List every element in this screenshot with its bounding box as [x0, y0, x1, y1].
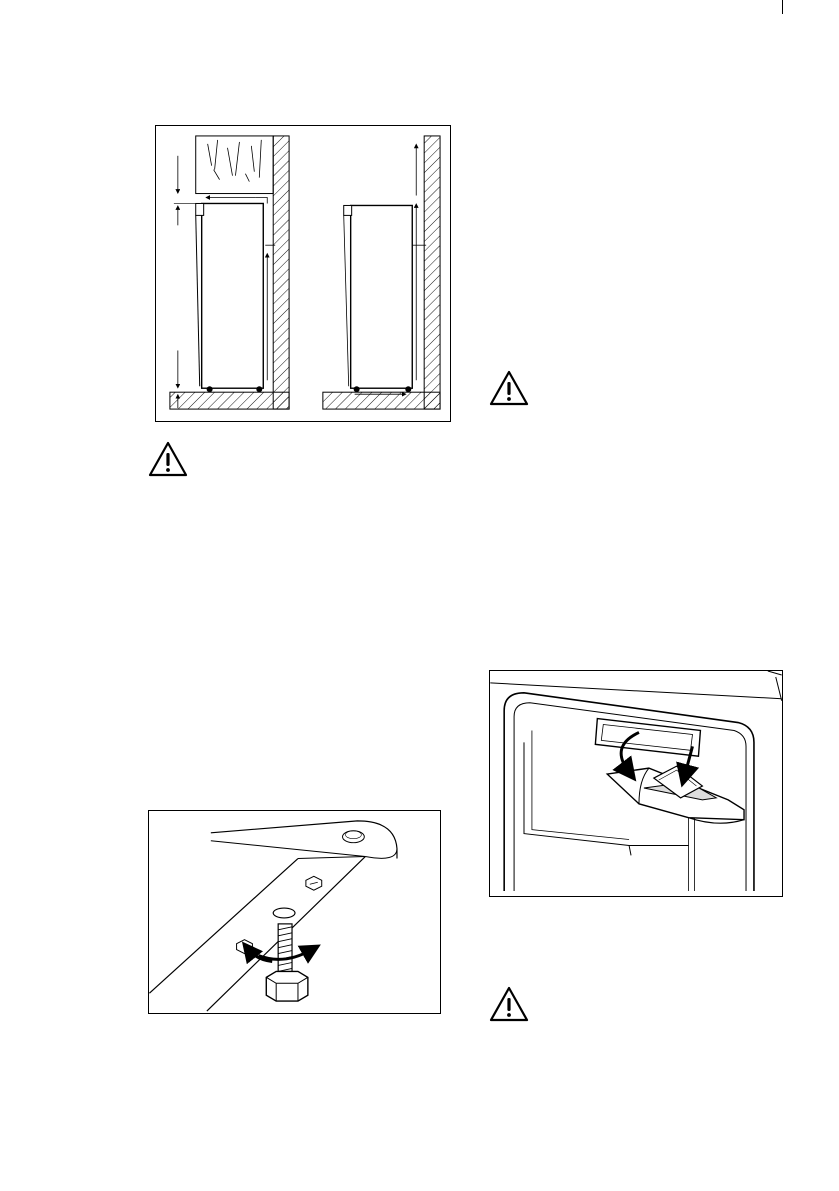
warning-triangle-icon [488, 985, 530, 1023]
warning-triangle-icon [488, 369, 530, 407]
ventilation-diagram [156, 126, 450, 421]
page-edge-line [782, 0, 783, 14]
levelling-foot-diagram [149, 811, 440, 1013]
dispenser-diagram [490, 671, 782, 896]
figure-levelling-feet [148, 810, 441, 1014]
figure-water-dispenser-tray [489, 670, 783, 897]
figure-ventilation-clearance [155, 125, 451, 422]
warning-triangle-icon [147, 440, 189, 478]
